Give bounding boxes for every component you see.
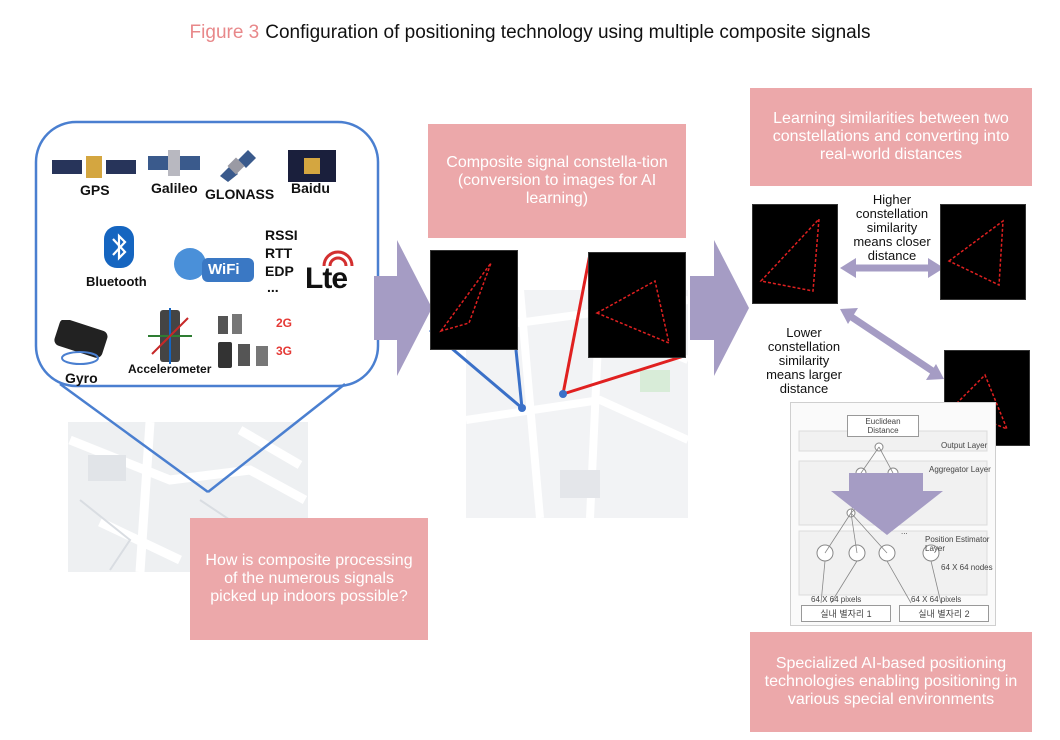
network-input-a: 실내 별자리 1 (801, 605, 891, 622)
mobile-phones-icon (216, 314, 272, 375)
satellite-galileo-icon (148, 148, 200, 183)
label-galileo: Galileo (151, 180, 198, 196)
network-connections (798, 430, 988, 604)
label-2g: 2G (276, 316, 293, 330)
network-dots: ... (901, 527, 908, 536)
label-bluetooth: Bluetooth (86, 274, 147, 289)
network-pixels-b: 64 X 64 pixels (911, 595, 962, 604)
question-text: How is composite processing of the numer… (205, 552, 413, 605)
gyro-phone-icon (52, 318, 108, 371)
network-node-count: 64 X 64 nodes (941, 563, 993, 572)
label-wifi: WiFi (208, 261, 240, 278)
bluetooth-icon (104, 226, 134, 273)
note-higher-similarity: Higher constellation similarity means cl… (853, 192, 931, 263)
network-estimator-layer: Position Estimator Layer (925, 535, 990, 553)
learning-text: Learning similarities between two conste… (772, 110, 1010, 163)
constellation-image-a (430, 250, 518, 350)
constellation-image-d (940, 204, 1026, 300)
metric-more: ... (267, 279, 279, 295)
label-glonass: GLONASS (205, 186, 275, 202)
figure-number: Figure 3 (189, 22, 260, 43)
label-gps: GPS (80, 182, 110, 198)
constellation-image-c (752, 204, 838, 304)
label-accelerometer: Accelerometer (128, 362, 212, 376)
constellation-box: Composite signal constella-tion (convers… (428, 124, 686, 238)
network-output-node: Euclidean Distance (847, 415, 919, 437)
label-gyro: Gyro (65, 370, 98, 386)
question-box: How is composite processing of the numer… (190, 518, 428, 640)
network-output-layer: Output Layer (941, 441, 988, 450)
network-aggregator-layer: Aggregator Layer (929, 465, 991, 474)
satellite-gps-icon (52, 154, 136, 187)
lte-signal-icon (318, 246, 358, 271)
satellite-baidu-icon (288, 150, 336, 187)
figure-caption: Configuration of positioning technology … (265, 22, 871, 43)
label-baidu: Baidu (291, 180, 330, 196)
neural-network-diagram: Euclidean Distance Output Layer Aggregat… (790, 402, 996, 626)
specialized-text: Specialized AI-based positioning technol… (764, 655, 1018, 708)
constellation-image-b (588, 252, 686, 358)
metric-edp: EDP (265, 263, 294, 279)
wifi-icon (172, 240, 256, 291)
network-input-b: 실내 별자리 2 (899, 605, 989, 622)
metric-rssi: RSSI (265, 227, 298, 243)
label-lte: Lte (305, 262, 348, 295)
accelerometer-icon (148, 308, 192, 369)
specialized-box: Specialized AI-based positioning technol… (750, 632, 1032, 732)
note-lower-similarity: Lower constellation similarity means lar… (766, 325, 842, 396)
metric-rtt: RTT (265, 245, 293, 261)
learning-box: Learning similarities between two conste… (750, 88, 1032, 186)
satellite-glonass-icon (216, 148, 256, 187)
label-3g: 3G (276, 344, 293, 358)
network-pixels-a: 64 X 64 pixels (811, 595, 862, 604)
constellation-text: Composite signal constella-tion (convers… (446, 154, 668, 207)
